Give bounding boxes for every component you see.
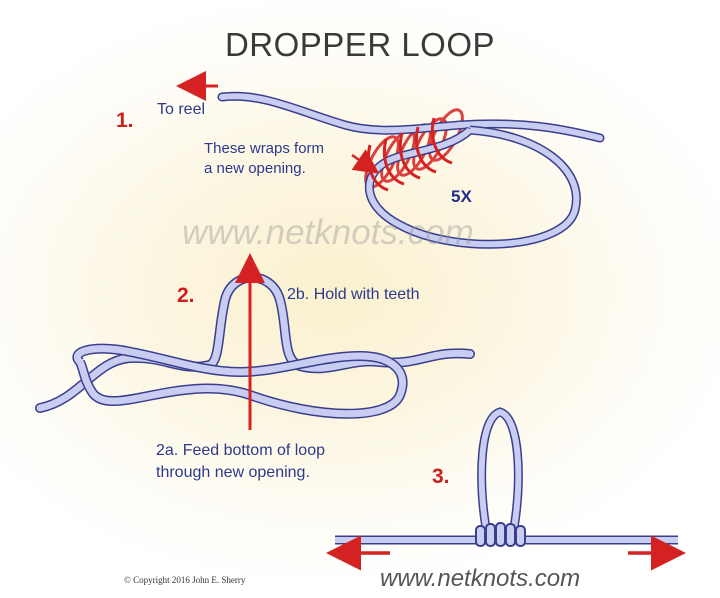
footer-website: www.netknots.com	[380, 565, 581, 592]
page-title: DROPPER LOOP	[224, 26, 496, 63]
step3-number: 3.	[432, 465, 450, 488]
wraps-note-line-1: These wraps form	[204, 140, 325, 157]
watermark: www.netknots.com	[182, 213, 474, 252]
step2-lower-loop	[74, 345, 407, 418]
feed-note-line-2: through new opening.	[156, 464, 310, 481]
step3-loop	[478, 408, 522, 529]
step1-line	[219, 93, 603, 141]
step3-knot-illustration	[326, 407, 686, 571]
step1-wraps-pointer-arrow	[351, 149, 380, 174]
copyright-notice: © Copyright 2016 John E. Sherry	[124, 575, 246, 585]
wraps-note: These wraps form a new opening.	[204, 139, 324, 179]
to-reel-label: To reel	[157, 101, 206, 118]
feed-loop-note: 2a. Feed bottom of loop through new open…	[156, 440, 325, 484]
step1-number: 1.	[116, 109, 134, 132]
step1-loop	[366, 127, 580, 248]
step2-number: 2.	[177, 284, 195, 307]
step1-knot-illustration	[176, 71, 605, 249]
feed-note-line-1: 2a. Feed bottom of loop	[156, 442, 325, 459]
step3-knot-wraps	[475, 522, 526, 547]
wrap-count-label: 5X	[451, 187, 472, 206]
step2-knot-illustration	[35, 253, 475, 430]
wraps-note-line-2: a new opening.	[204, 160, 306, 177]
hold-with-teeth-note: 2b. Hold with teeth	[287, 286, 420, 303]
